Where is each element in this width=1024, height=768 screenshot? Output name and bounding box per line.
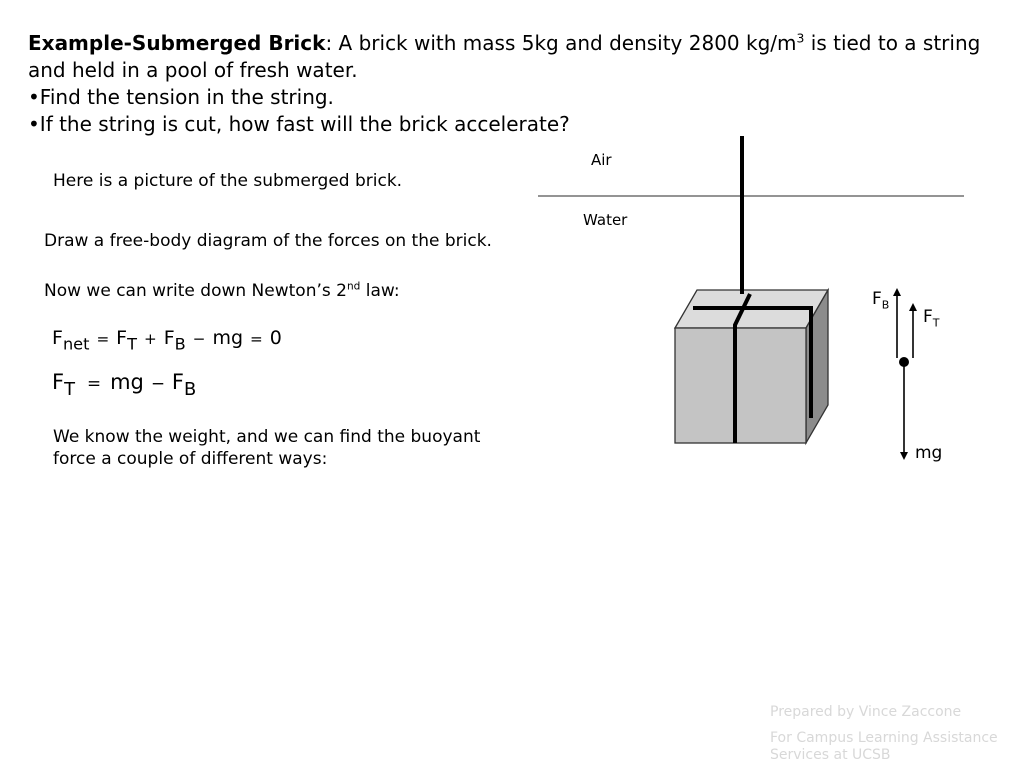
mg-symbol: mg xyxy=(110,370,144,394)
submerged-brick-diagram xyxy=(538,136,964,460)
brick-point xyxy=(899,357,909,367)
problem-title: Example-Submerged Brick xyxy=(28,31,326,55)
minus-sign: − xyxy=(192,330,206,348)
equation-net-force: Fnet=FT+FB−mg=0 xyxy=(52,327,282,352)
newton-text: Now we can write down Newton’s 2nd law: xyxy=(44,280,400,302)
plus-sign: + xyxy=(143,330,157,348)
mg-label: mg xyxy=(915,443,943,463)
ft-label-subscript: T xyxy=(932,316,940,330)
weight-text: We know the weight, and we can find the … xyxy=(53,427,481,469)
problem-text-end: is tied to a string and held in a pool o… xyxy=(28,31,981,82)
density-exponent: 3 xyxy=(796,30,805,46)
footer-prepared-by: Prepared by Vince Zaccone xyxy=(770,704,962,720)
ft-label-symbol: F xyxy=(923,307,933,327)
fb-symbol: F xyxy=(171,370,185,394)
ft-symbol: F xyxy=(116,327,128,349)
newton-text-start: Now we can write down Newton’s 2 xyxy=(44,281,347,301)
newton-ordinal: nd xyxy=(346,280,361,293)
equals-sign: = xyxy=(87,373,102,393)
air-label: Air xyxy=(591,151,612,169)
ft-symbol: F xyxy=(52,370,65,394)
ft-subscript: T xyxy=(64,379,75,401)
fnet-symbol: F xyxy=(52,327,63,349)
problem-statement: Example-Submerged Brick: A brick with ma… xyxy=(28,30,988,138)
string-wrap-front xyxy=(733,293,752,443)
problem-intro: Example-Submerged Brick: A brick with ma… xyxy=(28,30,988,84)
minus-sign: − xyxy=(150,373,165,393)
fb-label-symbol: F xyxy=(872,289,882,309)
equals-sign: = xyxy=(96,330,110,348)
fb-subscript: B xyxy=(184,379,197,401)
fnet-subscript: net xyxy=(62,334,90,354)
water-label: Water xyxy=(583,211,628,229)
picture-text: Here is a picture of the submerged brick… xyxy=(53,171,403,191)
newton-text-end: law: xyxy=(360,281,400,301)
fb-label-subscript: B xyxy=(881,298,890,312)
string-wrap-top xyxy=(693,306,813,418)
mg-symbol: mg xyxy=(212,327,244,349)
equals-sign-2: = xyxy=(250,330,263,348)
bullet-acceleration: •If the string is cut, how fast will the… xyxy=(28,112,570,136)
free-body-text: Draw a free-body diagram of the forces o… xyxy=(44,231,492,251)
brick-front-face xyxy=(674,327,807,444)
ft-subscript: T xyxy=(127,334,137,354)
bullet-tension: •Find the tension in the string. xyxy=(28,85,334,109)
fb-label: FB xyxy=(872,289,890,312)
footer-services: For Campus Learning Assistance Services … xyxy=(770,730,998,763)
zero-value: 0 xyxy=(269,327,282,349)
problem-text: : A brick with mass 5kg and density 2800… xyxy=(325,31,797,55)
fb-subscript: B xyxy=(174,334,186,354)
fb-symbol: F xyxy=(163,327,175,349)
ft-label: FT xyxy=(923,307,940,330)
equation-tension: FT=mg−FB xyxy=(52,370,196,399)
